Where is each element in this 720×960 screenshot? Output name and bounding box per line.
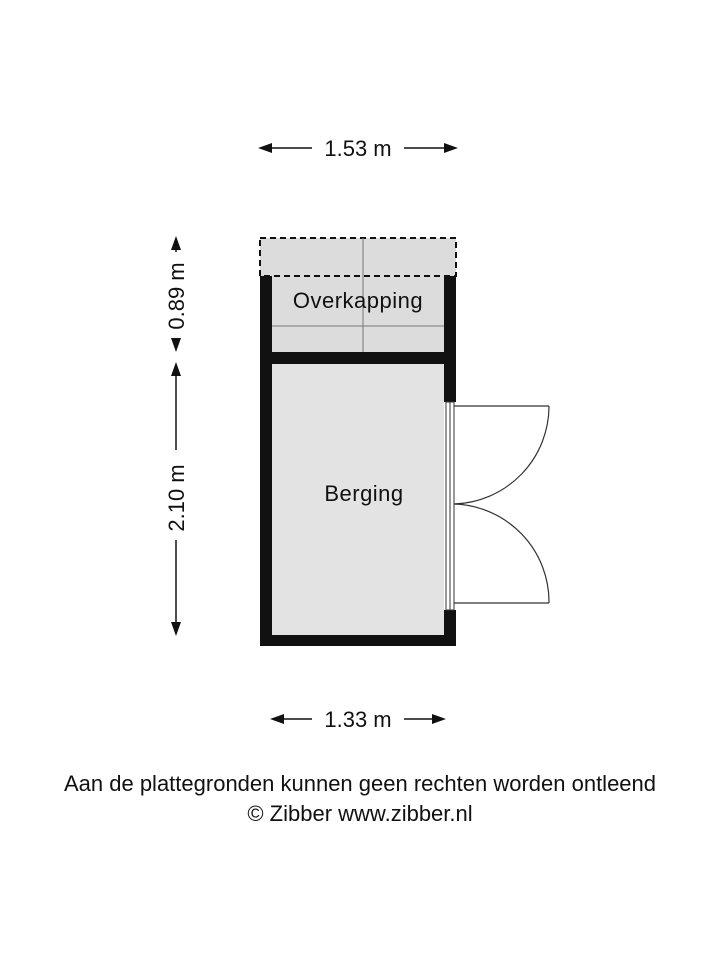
overkapping-roof-outline <box>259 237 457 277</box>
dim-left-lower-arrow-bottom <box>171 622 181 636</box>
dim-left-lower-arrow-top <box>171 362 181 376</box>
dim-bottom-arrow-left <box>270 714 284 724</box>
wall-middle <box>260 352 456 364</box>
berging-floor <box>272 364 444 635</box>
wall-left-upper <box>260 276 272 646</box>
room-label-overkapping: Overkapping <box>293 288 423 313</box>
dim-top-label: 1.53 m <box>324 136 391 161</box>
wall-bottom <box>260 635 456 646</box>
dim-left-upper-label: 0.89 m <box>164 262 189 329</box>
dim-left-lower-label: 2.10 m <box>164 464 189 531</box>
wall-right-upper <box>444 276 456 402</box>
dim-left-upper-arrow-bottom <box>171 338 181 352</box>
dim-top-arrow-right <box>444 143 458 153</box>
overkapping-floor <box>260 238 456 352</box>
door-swing-lower <box>453 503 550 604</box>
copyright-text: © Zibber www.zibber.nl <box>247 801 473 826</box>
dim-bottom-arrow-right <box>432 714 446 724</box>
dim-left-upper-arrow-top <box>171 236 181 250</box>
disclaimer-text: Aan de plattegronden kunnen geen rechten… <box>63 771 657 796</box>
door-swing-upper <box>453 405 550 505</box>
dim-top-arrow-left <box>258 143 272 153</box>
dim-bottom-label: 1.33 m <box>324 707 391 732</box>
room-label-berging: Berging <box>324 481 403 506</box>
